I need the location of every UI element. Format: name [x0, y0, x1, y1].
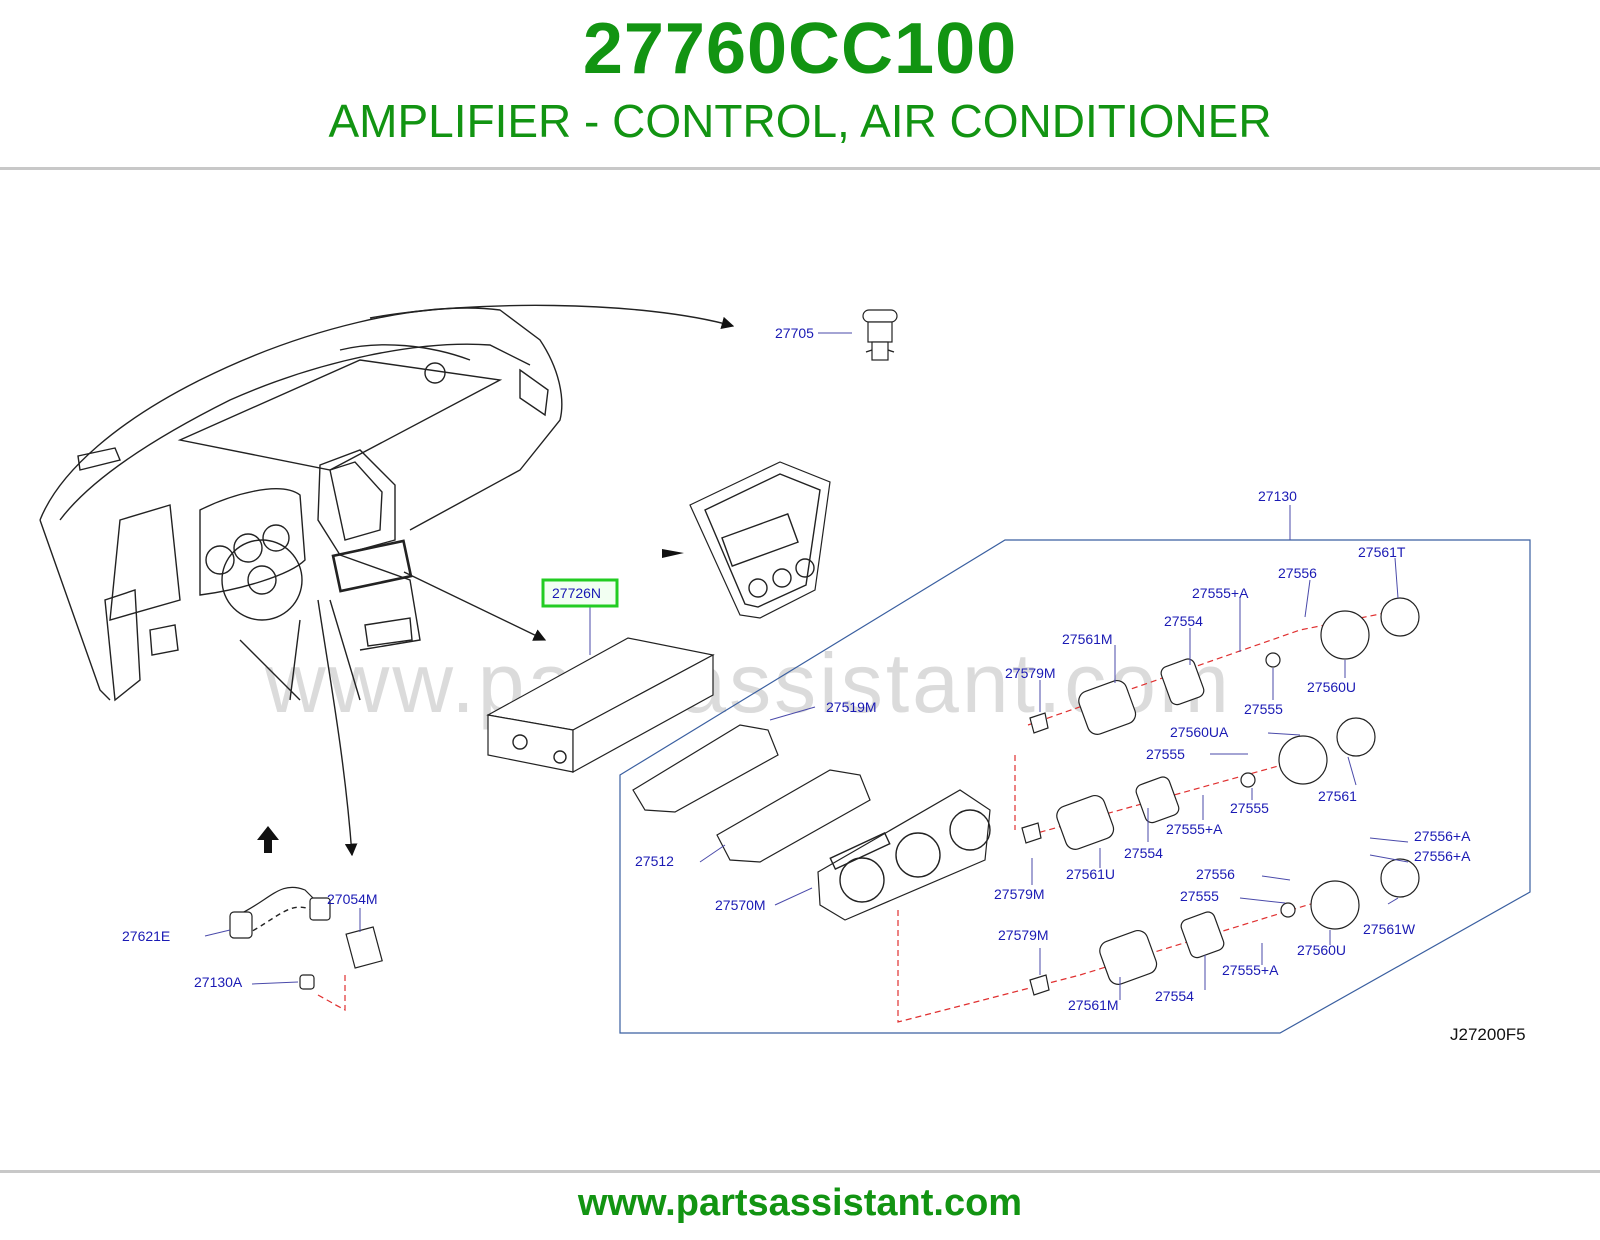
callout-27512[interactable]: 27512	[635, 853, 674, 869]
callout-27555-4[interactable]: 27555	[1180, 888, 1219, 904]
arrow-to-sensor	[317, 599, 358, 857]
callout-27555-2[interactable]: 27555	[1146, 746, 1185, 762]
circuit-boards	[632, 724, 871, 863]
callout-27554-3[interactable]: 27554	[1155, 988, 1194, 1004]
callout-27519M[interactable]: 27519M	[826, 699, 877, 715]
callout-27555-3[interactable]: 27555	[1230, 800, 1269, 816]
callout-27570M[interactable]: 27570M	[715, 897, 766, 913]
knob-row-1	[1027, 597, 1420, 735]
callout-27555a-3[interactable]: 27555+A	[1222, 962, 1279, 978]
assembly-boundary	[619, 539, 1531, 1034]
callout-27561W[interactable]: 27561W	[1363, 921, 1416, 937]
callout-27555a-2[interactable]: 27555+A	[1166, 821, 1223, 837]
part-number-title: 27760CC100	[582, 9, 1018, 89]
callout-27621E[interactable]: 27621E	[122, 928, 170, 944]
footer-divider	[0, 1170, 1600, 1173]
callout-27554[interactable]: 27554	[1164, 613, 1203, 629]
aspirator-part	[862, 309, 898, 361]
callout-27130A[interactable]: 27130A	[194, 974, 243, 990]
control-panel-part	[689, 461, 831, 619]
sensor-assembly	[229, 886, 383, 1012]
callout-labels: 27705 27726N 27519M 27512 27570M 27130 2…	[122, 325, 1471, 1013]
callout-27579M-2[interactable]: 27579M	[994, 886, 1045, 902]
dashboard-illustration	[39, 307, 563, 702]
callout-27556a[interactable]: 27556+A	[1414, 828, 1471, 844]
parts-diagram: www.partsassistant.com	[39, 304, 1531, 1044]
callout-27130[interactable]: 27130	[1258, 488, 1297, 504]
page-header: 27760CC100 AMPLIFIER - CONTROL, AIR COND…	[0, 0, 1600, 168]
callout-27705[interactable]: 27705	[775, 325, 814, 341]
callout-27560U-2[interactable]: 27560U	[1297, 942, 1346, 958]
arrow-to-amplifier	[403, 571, 547, 641]
callout-27556-2[interactable]: 27556	[1196, 866, 1235, 882]
arrow-to-27705	[369, 304, 735, 330]
part-description: AMPLIFIER - CONTROL, AIR CONDITIONER	[328, 95, 1272, 147]
knob-row-3	[897, 858, 1420, 1023]
diagram-code: J27200F5	[1450, 1025, 1526, 1044]
footer-url[interactable]: www.partsassistant.com	[577, 1182, 1023, 1224]
callout-27555[interactable]: 27555	[1244, 701, 1283, 717]
callout-27561[interactable]: 27561	[1318, 788, 1357, 804]
callout-leaders	[204, 332, 1409, 1000]
callout-27561T[interactable]: 27561T	[1358, 544, 1406, 560]
callout-27556a-2[interactable]: 27556+A	[1414, 848, 1471, 864]
callout-27561M[interactable]: 27561M	[1062, 631, 1113, 647]
callout-27555a[interactable]: 27555+A	[1192, 585, 1249, 601]
watermark-text: www.partsassistant.com	[264, 636, 1232, 730]
callout-27579M[interactable]: 27579M	[1005, 665, 1056, 681]
callout-27554-2[interactable]: 27554	[1124, 845, 1163, 861]
callout-27560UA[interactable]: 27560UA	[1170, 724, 1229, 740]
callout-27560U[interactable]: 27560U	[1307, 679, 1356, 695]
callout-27561U[interactable]: 27561U	[1066, 866, 1115, 882]
header-divider	[0, 167, 1600, 170]
amplifier-part	[486, 637, 715, 774]
arrow-to-control-panel	[662, 549, 684, 558]
callout-27054M[interactable]: 27054M	[327, 891, 378, 907]
callout-27579M-3[interactable]: 27579M	[998, 927, 1049, 943]
control-housing	[817, 789, 991, 921]
knob-row-2	[1014, 717, 1376, 850]
callout-27556[interactable]: 27556	[1278, 565, 1317, 581]
front-indicator-arrow	[257, 826, 279, 853]
callout-27561M-2[interactable]: 27561M	[1068, 997, 1119, 1013]
highlight-box	[541, 578, 619, 608]
callout-27726N[interactable]: 27726N	[552, 585, 601, 601]
